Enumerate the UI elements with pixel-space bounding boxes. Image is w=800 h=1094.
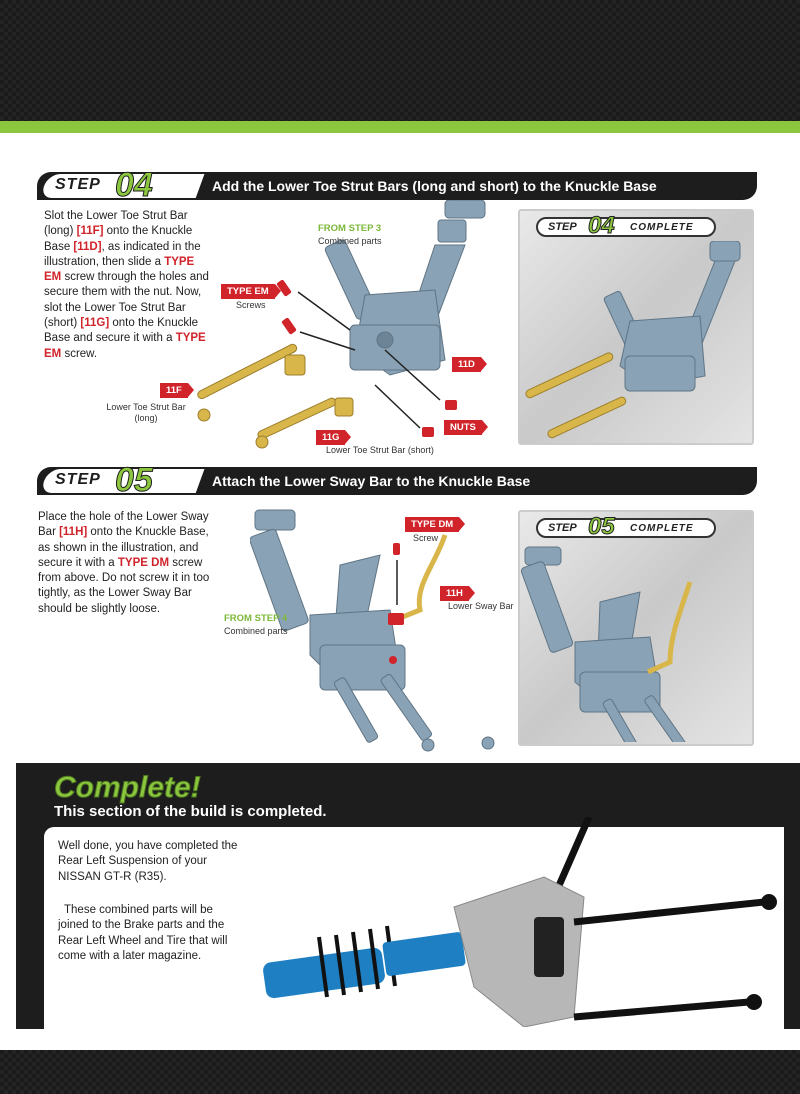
complete-content-panel: Well done, you have completed the Rear L… — [44, 817, 784, 1029]
tag-11d: 11D — [452, 357, 487, 372]
knuckle-assembly — [324, 200, 486, 376]
nuts — [422, 400, 457, 437]
badge-step-word: STEP — [548, 522, 577, 534]
screw-ref-em: TYPE EM — [44, 332, 206, 360]
step5-text: onto the Knuckle Base, as shown in the i… — [38, 526, 209, 569]
step4-complete-image — [525, 241, 741, 439]
step5-text: Place the hole of the Lower Sway Bar — [38, 511, 209, 539]
step5-from-label: FROM STEP 4 — [224, 613, 288, 624]
part-ref-11g: [11G] — [80, 317, 110, 330]
step5-text: screw from above. Do not screw it in too… — [38, 556, 210, 615]
badge-complete-word: COMPLETE — [630, 222, 694, 233]
step5-illustration — [250, 509, 495, 752]
step4-text: screw through the holes and secure them … — [44, 271, 209, 330]
coil-spring — [317, 925, 397, 998]
step5-combined-label: Combined parts — [224, 626, 288, 636]
long-strut-bar — [197, 343, 306, 422]
screw-ref-em: TYPE EM — [44, 255, 195, 284]
complete-paragraph-2: These combined parts will be joined to t… — [58, 904, 228, 962]
screw-ref-dm: TYPE DM — [117, 556, 170, 569]
step4-illustration — [197, 200, 486, 449]
bottom-carbon-band — [0, 1050, 800, 1094]
long-bar-label: Lower Toe Strut Bar(long) — [106, 402, 186, 424]
step4-complete-badge: STEP 04 COMPLETE — [536, 212, 716, 240]
short-strut-bar — [255, 397, 354, 449]
step4-combined-label: Combined parts — [318, 236, 382, 246]
assembly-arrows — [297, 291, 441, 429]
badge-step-word: STEP — [548, 221, 577, 233]
step4-text: screw. — [61, 347, 98, 360]
step4-number: 04 — [115, 166, 154, 204]
complete-paragraph-1: Well done, you have completed the Rear L… — [58, 840, 238, 883]
type-em-tag: TYPE EM — [221, 284, 281, 299]
step4-title: Add the Lower Toe Strut Bars (long and s… — [212, 178, 657, 194]
green-accent-strip — [0, 121, 800, 133]
sway-bar-label: Lower Sway Bar — [448, 601, 514, 611]
step5-instructions: Place the hole of the Lower Sway Bar [11… — [38, 510, 218, 617]
step4-text: Slot the Lower Toe Strut Bar (long) — [44, 210, 188, 238]
complete-title: Complete! — [54, 771, 202, 805]
short-bar-label: Lower Toe Strut Bar (short) — [326, 445, 434, 455]
step5-complete-panel: STEP 05 COMPLETE — [518, 510, 754, 746]
badge-step-number: 04 — [588, 212, 616, 240]
part-ref-11h: [11H] — [59, 526, 88, 539]
long-bar-label-line1: Lower Toe Strut Bar — [106, 402, 186, 412]
long-bar-label-line2: (long) — [134, 413, 158, 423]
complete-subtitle: This section of the build is completed. — [54, 803, 327, 820]
step4-text: onto the Knuckle Base — [44, 225, 193, 253]
complete-section: Complete! This section of the build is c… — [16, 763, 800, 1029]
step5-complete-badge: STEP 05 COMPLETE — [536, 513, 716, 541]
top-carbon-band — [0, 0, 800, 121]
step4-from-label: FROM STEP 3 — [318, 223, 382, 234]
part-ref-11f: [11F] — [76, 225, 104, 238]
step5-complete-image — [520, 546, 693, 742]
tag-11g: 11G — [316, 430, 352, 445]
em-screws — [276, 279, 297, 335]
screw-label: Screw — [413, 533, 439, 543]
suspension-photo — [263, 817, 777, 1027]
step5-header: STEP 05 Attach the Lower Sway Bar to the… — [37, 462, 757, 499]
step4-word: STEP — [55, 176, 101, 193]
tag-11h: 11H — [440, 586, 475, 601]
step4-header: STEP 04 Add the Lower Toe Strut Bars (lo… — [37, 167, 757, 204]
badge-step-number: 05 — [588, 513, 616, 541]
tag-11f: 11F — [160, 383, 194, 398]
step5-word: STEP — [55, 471, 101, 488]
step4-instructions: Slot the Lower Toe Strut Bar (long) [11F… — [44, 209, 214, 362]
part-ref-11d: [11D] — [73, 240, 102, 253]
nuts-tag: NUTS — [444, 420, 488, 435]
badge-complete-word: COMPLETE — [630, 523, 694, 534]
step4-text: onto the Knuckle Base and secure it with… — [44, 317, 199, 345]
type-dm-tag: TYPE DM — [405, 517, 466, 532]
step5-number: 05 — [115, 461, 154, 499]
screws-label: Screws — [236, 300, 266, 310]
step4-text: , as indicated in the illustration, then… — [44, 240, 201, 268]
step5-title: Attach the Lower Sway Bar to the Knuckle… — [212, 473, 531, 489]
step4-complete-panel: STEP 04 COMPLETE — [518, 209, 754, 445]
